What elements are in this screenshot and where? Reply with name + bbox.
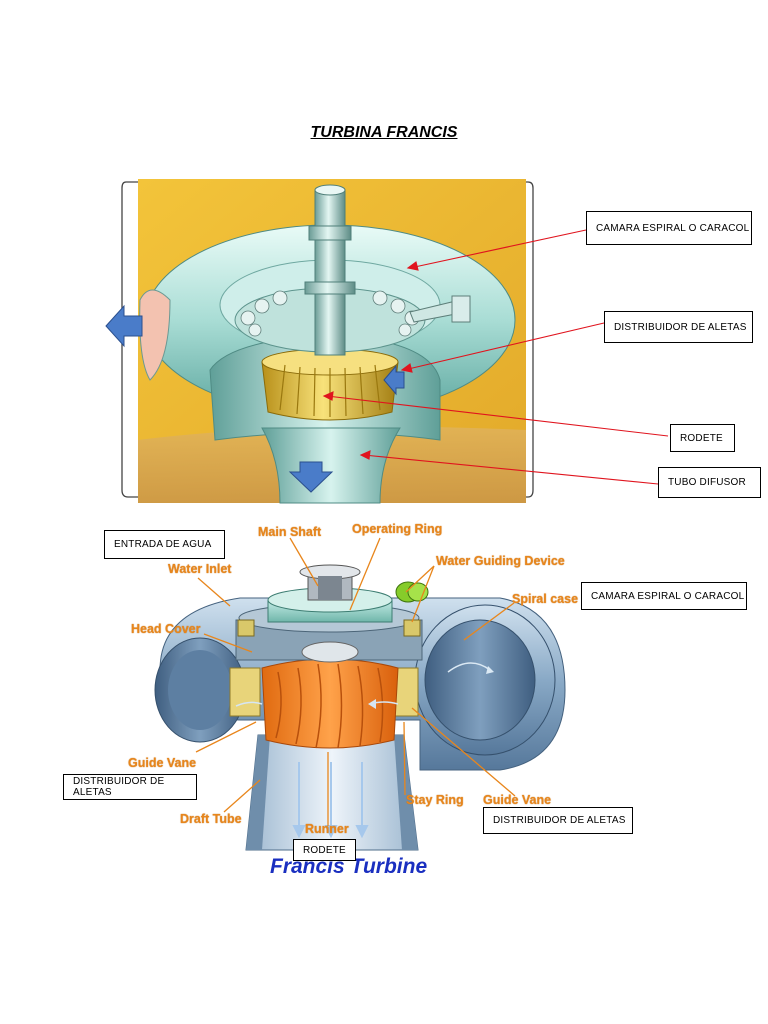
callout-rodete-bottom: RODETE (293, 839, 356, 861)
label-runner: Runner (305, 822, 349, 836)
label-operating-ring: Operating Ring (352, 522, 443, 536)
label-guide-vane-left: Guide Vane (128, 756, 197, 770)
callout-camara-espiral-bottom: CAMARA ESPIRAL O CARACOL (581, 582, 747, 610)
label-guide-vane-right: Guide Vane (483, 793, 552, 807)
label-draft-tube: Draft Tube (180, 812, 242, 826)
label-stay-ring: Stay Ring (406, 793, 464, 807)
label-spiral-case: Spiral case (512, 592, 579, 606)
callout-distribuidor-left: DISTRIBUIDOR DE ALETAS (63, 774, 197, 800)
page-title: TURBINA FRANCIS (310, 124, 458, 141)
label-main-shaft: Main Shaft (258, 525, 322, 539)
label-head-cover: Head Cover (131, 622, 201, 636)
callout-rodete-top: RODETE (670, 424, 735, 452)
callout-distribuidor-right: DISTRIBUIDOR DE ALETAS (483, 807, 633, 834)
callout-distribuidor-top: DISTRIBUIDOR DE ALETAS (604, 311, 753, 343)
callout-tubo-difusor: TUBO DIFUSOR (658, 467, 761, 498)
label-water-inlet: Water Inlet (168, 562, 232, 576)
callout-camara-espiral-top: CAMARA ESPIRAL O CARACOL (586, 211, 752, 245)
callout-entrada-de-agua: ENTRADA DE AGUA (104, 530, 225, 559)
label-water-guiding-device: Water Guiding Device (436, 554, 565, 568)
